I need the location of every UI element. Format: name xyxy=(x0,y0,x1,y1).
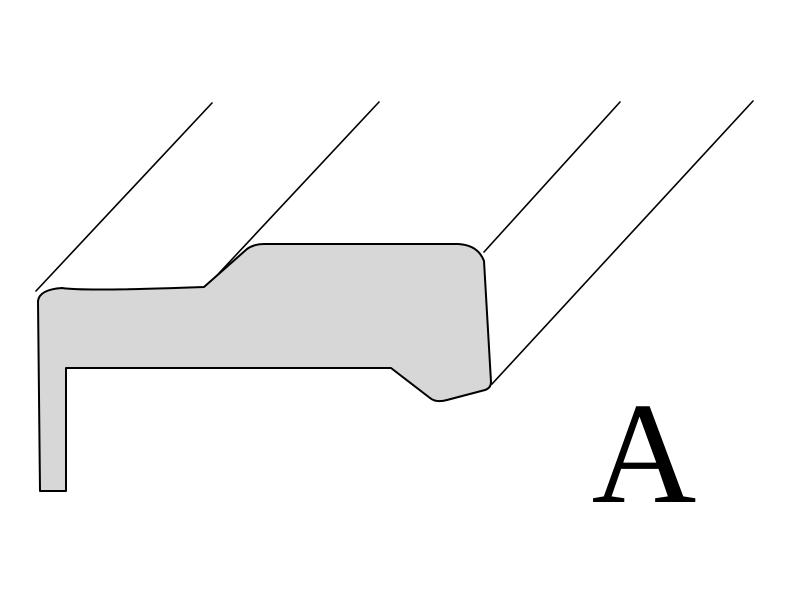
extrusion-line-1 xyxy=(35,102,213,292)
extrusion-lines xyxy=(35,100,754,385)
section-label: A xyxy=(591,374,697,534)
profile-cross-section xyxy=(37,243,492,492)
extrusion-line-2 xyxy=(206,101,380,287)
extrusion-line-4 xyxy=(491,100,754,385)
extrusion-line-3 xyxy=(483,101,621,253)
